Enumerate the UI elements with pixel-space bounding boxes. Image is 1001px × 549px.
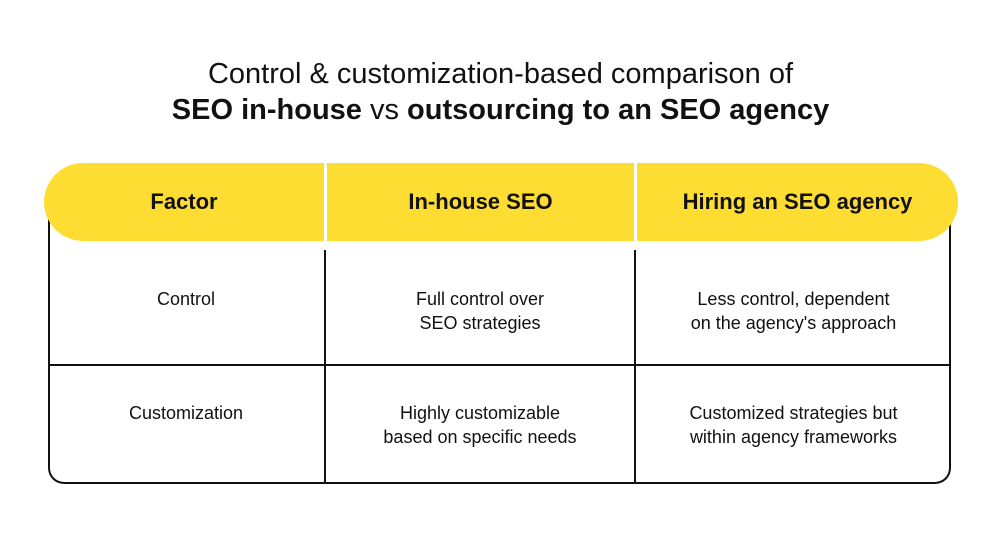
factor-label: Customization bbox=[128, 403, 244, 423]
in-house-text-line: SEO strategies bbox=[419, 313, 541, 333]
comparison-table-frame bbox=[48, 212, 951, 484]
page-title: Control & customization-based comparison… bbox=[0, 56, 1001, 128]
header-factor: Factor bbox=[44, 163, 324, 241]
in-house-text-line: Full control over bbox=[415, 289, 545, 309]
agency-text-line: Less control, dependent bbox=[697, 289, 890, 309]
table-row: Customization Highly customizable based … bbox=[48, 364, 951, 484]
agency-text-line: Customized strategies but bbox=[689, 403, 898, 423]
title-line-2: SEO in-house vs outsourcing to an SEO ag… bbox=[0, 92, 1001, 128]
title-agency: outsourcing to an SEO agency bbox=[407, 94, 830, 126]
agency-text-line: within agency frameworks bbox=[689, 427, 898, 447]
title-vs: vs bbox=[361, 94, 408, 126]
table-header: Factor In-house SEO Hiring an SEO agency bbox=[44, 163, 958, 241]
in-house-cell: Highly customizable based on specific ne… bbox=[324, 366, 634, 484]
factor-cell: Customization bbox=[48, 366, 324, 484]
agency-cell: Less control, dependent on the agency's … bbox=[634, 250, 951, 364]
in-house-cell: Full control over SEO strategies bbox=[324, 250, 634, 364]
in-house-text-line: Highly customizable bbox=[399, 403, 561, 423]
agency-text-line: on the agency's approach bbox=[690, 313, 897, 333]
factor-label: Control bbox=[156, 289, 216, 309]
title-line-1: Control & customization-based comparison… bbox=[207, 58, 794, 90]
in-house-text-line: based on specific needs bbox=[383, 427, 577, 447]
factor-cell: Control bbox=[48, 250, 324, 364]
table-row: Control Full control over SEO strategies… bbox=[48, 250, 951, 364]
title-in-house: SEO in-house bbox=[171, 94, 362, 126]
header-in-house-seo: In-house SEO bbox=[324, 163, 634, 241]
header-seo-agency: Hiring an SEO agency bbox=[634, 163, 958, 241]
agency-cell: Customized strategies but within agency … bbox=[634, 366, 951, 484]
